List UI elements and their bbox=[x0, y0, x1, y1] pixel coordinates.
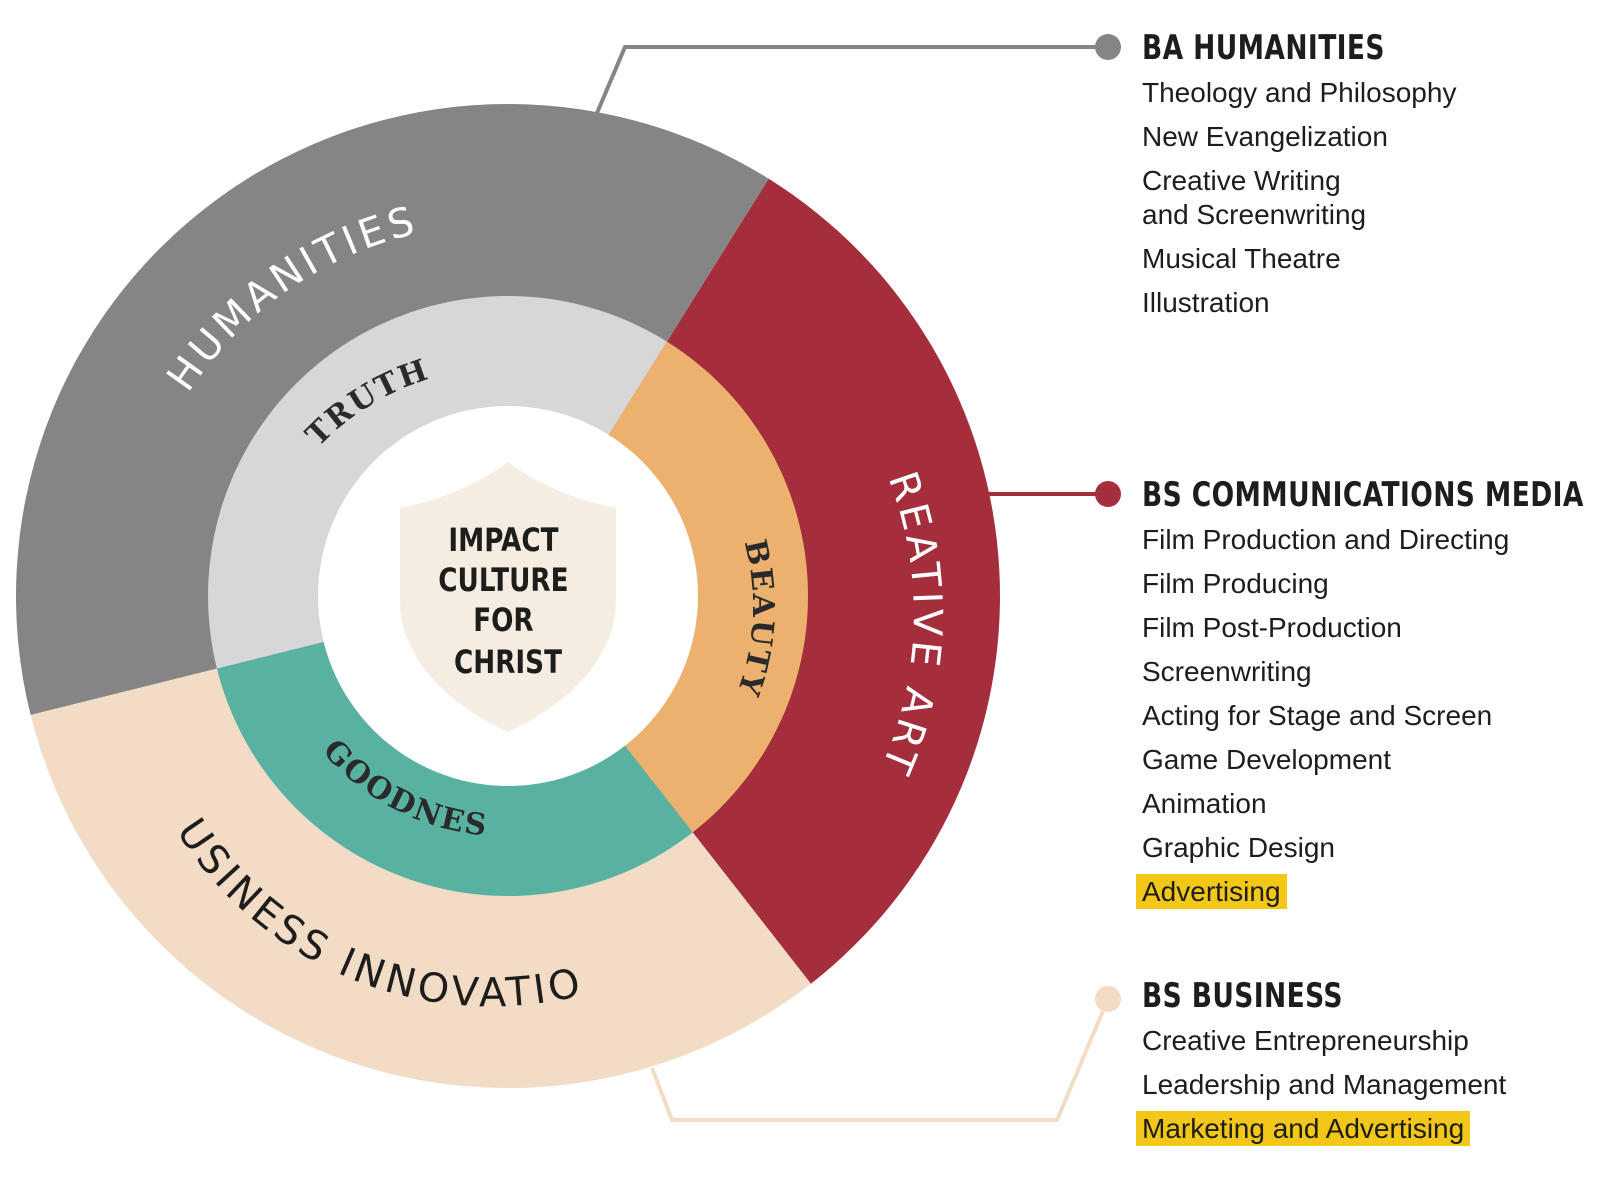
program-title: BS BUSINESS bbox=[1142, 976, 1343, 1016]
program-title: BS COMMUNICATIONS MEDIA bbox=[1142, 475, 1584, 515]
program-item: Animation bbox=[1142, 787, 1600, 821]
program-item-label: Graphic Design bbox=[1142, 832, 1335, 863]
program-item-label: Film Production and Directing bbox=[1142, 524, 1510, 555]
program-item: Marketing and Advertising bbox=[1136, 1111, 1506, 1146]
program-item-label: Musical Theatre bbox=[1142, 243, 1341, 274]
program-item: Leadership and Management bbox=[1142, 1068, 1506, 1102]
program-item-label: New Evangelization bbox=[1142, 121, 1388, 152]
program-item-label: Advertising bbox=[1136, 874, 1287, 909]
center-line-3: FOR bbox=[473, 601, 533, 638]
program-item-label: Film Post-Production bbox=[1142, 612, 1402, 643]
program-item: Graphic Design bbox=[1142, 831, 1600, 865]
program-item-label: Creative Writing and Screenwriting bbox=[1142, 165, 1367, 230]
program-item-label: Screenwriting bbox=[1142, 656, 1312, 687]
program-item: Creative Entrepreneurship bbox=[1142, 1024, 1506, 1058]
center-line-1: IMPACT bbox=[448, 521, 558, 558]
program-item: Illustration bbox=[1142, 286, 1456, 320]
program-title: BA HUMANITIES bbox=[1142, 28, 1385, 68]
connector-dot-business bbox=[1095, 986, 1121, 1012]
center-line-4: CHRIST bbox=[454, 643, 562, 680]
program-item: Film Production and Directing bbox=[1142, 523, 1600, 557]
program-item-label: Creative Entrepreneurship bbox=[1142, 1025, 1469, 1056]
program-item: Game Development bbox=[1142, 743, 1600, 777]
program-item: Acting for Stage and Screen bbox=[1142, 699, 1600, 733]
connector-business bbox=[650, 998, 1110, 1122]
program-item: Creative Writing and Screenwriting bbox=[1142, 164, 1456, 232]
program-item-label: Leadership and Management bbox=[1142, 1069, 1507, 1100]
program-item-label: Animation bbox=[1142, 788, 1267, 819]
program-item: Film Post-Production bbox=[1142, 611, 1600, 645]
program-item-label: Theology and Philosophy bbox=[1142, 77, 1457, 108]
svg-text:IMPACT CULTURE FOR: IMPACT CULTURE FOR CHRIST bbox=[438, 521, 577, 680]
program-item: Film Producing bbox=[1142, 567, 1600, 601]
program-bs-communications-media: BS COMMUNICATIONS MEDIA Film Production … bbox=[1136, 473, 1600, 919]
program-item: Screenwriting bbox=[1142, 655, 1600, 689]
shield-icon bbox=[400, 462, 616, 732]
program-item-label: Illustration bbox=[1142, 287, 1270, 318]
program-item: Musical Theatre bbox=[1142, 242, 1456, 276]
connector-dot-humanities bbox=[1095, 34, 1121, 60]
program-item-label: Game Development bbox=[1142, 744, 1392, 775]
program-item-label: Acting for Stage and Screen bbox=[1142, 700, 1493, 731]
connector-humanities bbox=[595, 45, 1108, 114]
program-item: Advertising bbox=[1136, 874, 1600, 909]
program-item: Theology and Philosophy bbox=[1142, 76, 1456, 110]
center-line-2: CULTURE bbox=[438, 561, 568, 598]
program-item-label: Marketing and Advertising bbox=[1136, 1111, 1471, 1146]
program-item-label: Film Producing bbox=[1142, 568, 1329, 599]
connector-dot-communications bbox=[1095, 481, 1121, 507]
program-item: New Evangelization bbox=[1142, 120, 1456, 154]
